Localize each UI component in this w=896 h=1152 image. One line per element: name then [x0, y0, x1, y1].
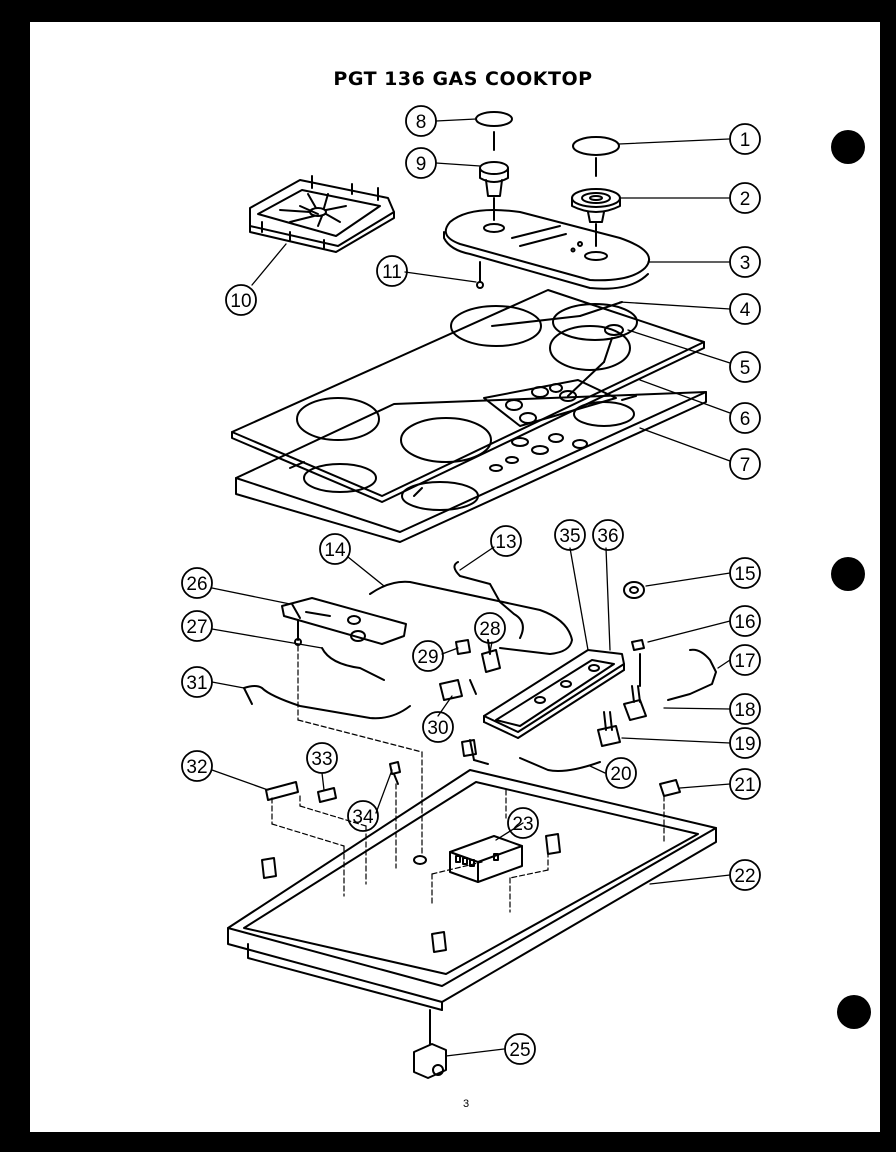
callout-30: 30 — [427, 718, 448, 739]
callout-15: 15 — [734, 564, 755, 585]
glass-cooktop-panel — [231, 289, 705, 503]
callout-17: 17 — [734, 651, 755, 672]
callout-7: 7 — [740, 455, 751, 476]
callout-circles — [181, 105, 761, 1065]
callout-22: 22 — [734, 866, 755, 887]
callout-32: 32 — [186, 757, 207, 778]
callout-28: 28 — [479, 619, 500, 640]
callout-3: 3 — [740, 253, 751, 274]
gas-tubing — [243, 561, 717, 772]
callout-9: 9 — [416, 154, 427, 175]
callout-2: 2 — [740, 189, 751, 210]
callout-34: 34 — [352, 807, 374, 828]
callout-31: 31 — [186, 673, 207, 694]
burner-grate — [249, 175, 395, 253]
callout-18: 18 — [734, 700, 755, 721]
callout-10: 10 — [230, 291, 251, 312]
diagram-title: PGT 136 GAS COOKTOP — [333, 68, 593, 90]
callout-27: 27 — [186, 617, 207, 638]
cooktop-base-pan — [227, 769, 717, 1011]
callout-5: 5 — [740, 358, 751, 379]
callout-8: 8 — [416, 112, 427, 133]
manifold-assembly — [483, 649, 625, 739]
callout-35: 35 — [559, 526, 580, 547]
callout-16: 16 — [734, 612, 755, 633]
paper-sheet — [30, 22, 880, 1132]
page-number: 3 — [462, 1098, 470, 1110]
callout-21: 21 — [734, 775, 755, 796]
binder-hole-bottom — [837, 995, 871, 1029]
callout-33: 33 — [311, 749, 332, 770]
burner-trim-plate — [443, 209, 651, 290]
callout-20: 20 — [610, 764, 631, 785]
gas-valves — [439, 581, 647, 747]
callout-11: 11 — [382, 262, 402, 283]
small-brackets — [261, 739, 681, 953]
callout-labels: 1 2 3 4 5 6 7 8 9 10 11 13 14 15 16 17 1… — [186, 112, 755, 1061]
mounting-screw — [476, 261, 484, 289]
callout-19: 19 — [734, 734, 755, 755]
leader-lines — [211, 118, 731, 1057]
callout-6: 6 — [740, 409, 751, 430]
junction-box — [413, 1009, 447, 1079]
binder-hole-middle — [831, 557, 865, 591]
igniter-switch-bracket — [281, 597, 407, 646]
callout-23: 23 — [512, 814, 533, 835]
callout-25: 25 — [509, 1040, 530, 1061]
burner-head-large — [571, 188, 621, 247]
callout-36: 36 — [597, 526, 618, 547]
callout-26: 26 — [186, 574, 207, 595]
binder-hole-top — [831, 130, 865, 164]
burner-cap-large — [572, 136, 620, 177]
control-module — [449, 835, 523, 883]
callout-1: 1 — [740, 130, 751, 151]
callout-14: 14 — [324, 540, 346, 561]
callout-13: 13 — [495, 532, 516, 553]
burner-cap-small — [475, 111, 513, 151]
cooktop-base-panel — [235, 391, 707, 543]
callout-29: 29 — [417, 647, 438, 668]
assembly-guide-lines — [271, 645, 665, 913]
callout-4: 4 — [740, 300, 751, 321]
